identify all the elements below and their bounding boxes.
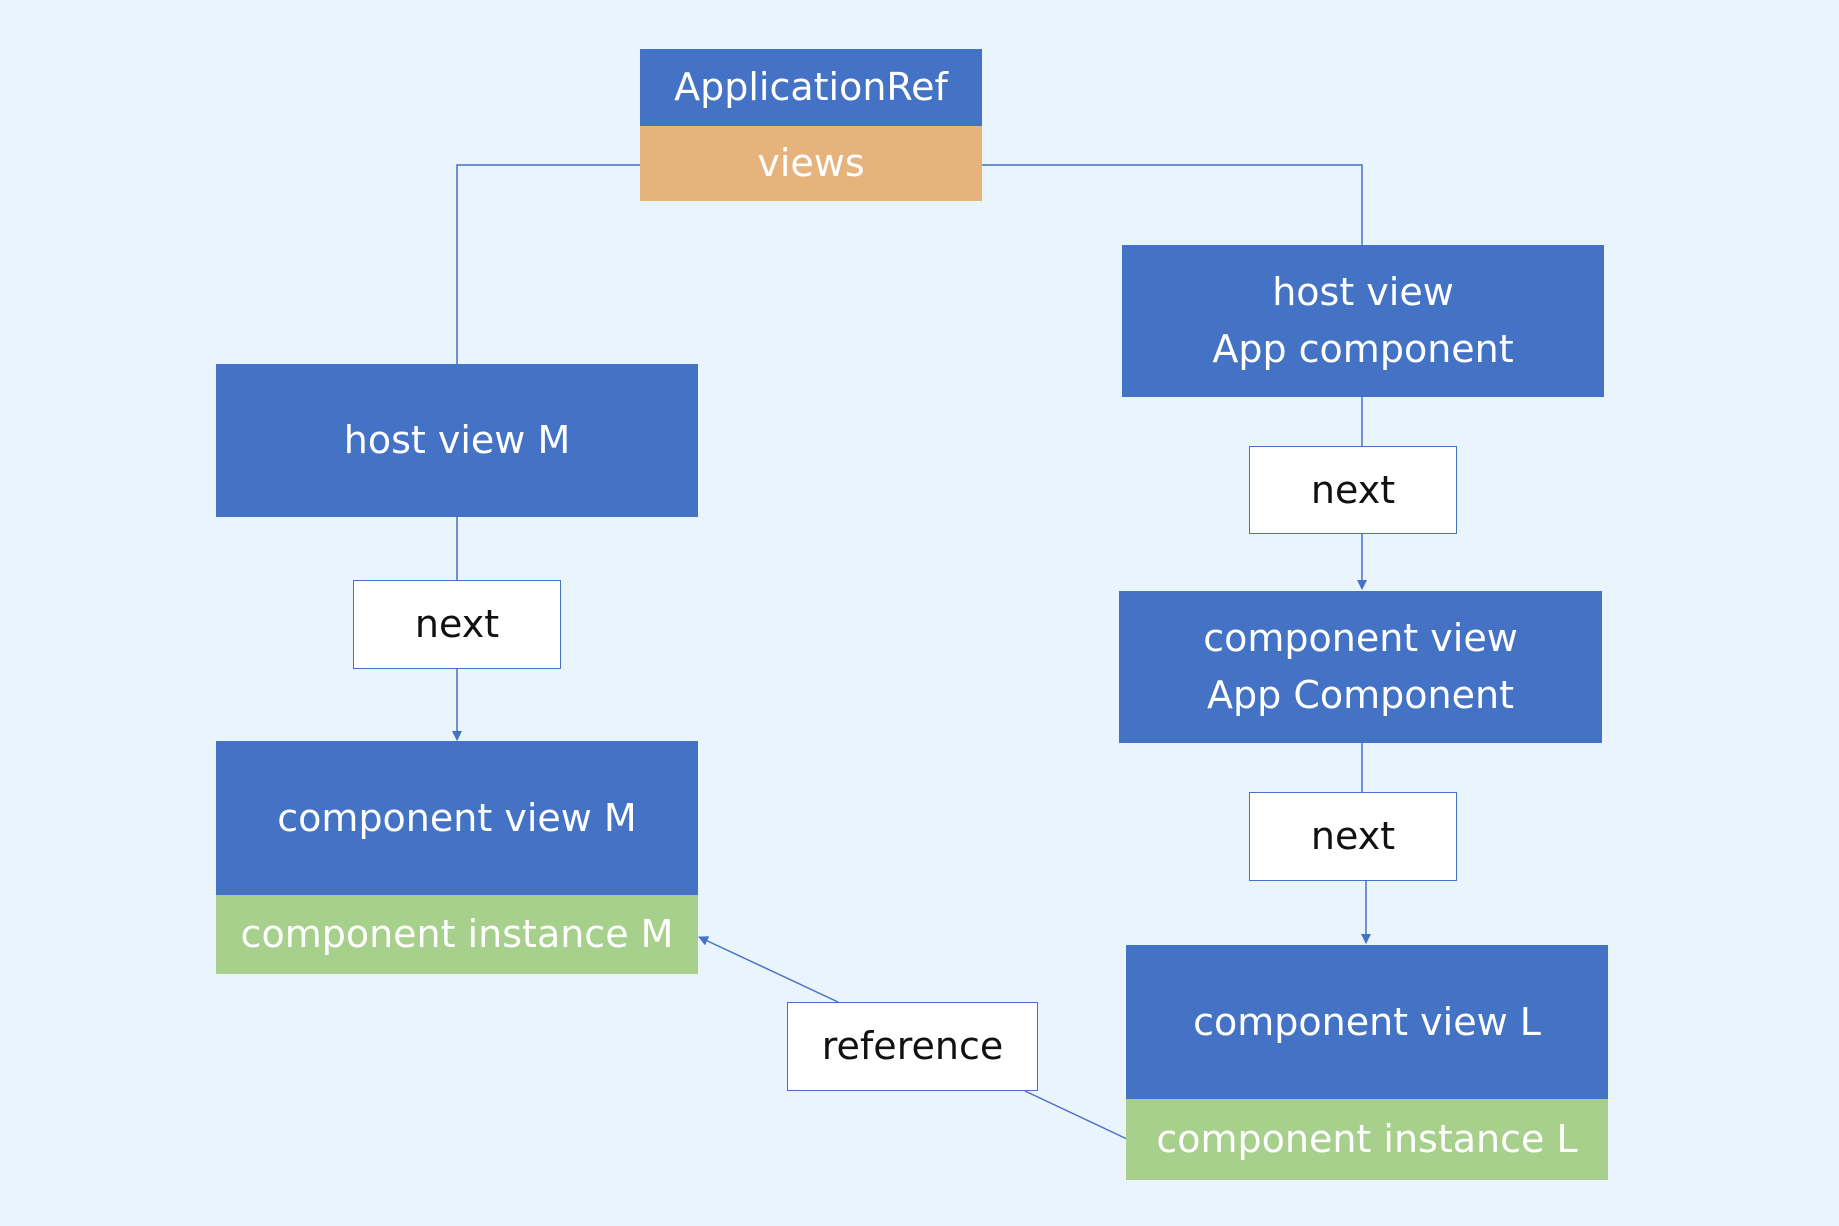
connector-views-to-host-view-app xyxy=(982,164,1363,245)
next-label-right-1: next xyxy=(1249,446,1457,534)
host-view-app-node: host view App component xyxy=(1122,245,1604,397)
reference-label: reference xyxy=(787,1002,1038,1091)
application-ref-node: ApplicationRef views xyxy=(640,49,982,201)
component-view-l-node: component view L xyxy=(1126,945,1608,1099)
next-label-left: next xyxy=(353,580,561,669)
host-view-m-node: host view M xyxy=(216,364,698,517)
arrow-reference-to-instance-m xyxy=(698,936,839,1003)
component-view-l-group: component view L component instance L xyxy=(1126,945,1608,1180)
host-view-app-line2: App component xyxy=(1212,327,1514,371)
component-view-app-line2: App Component xyxy=(1207,673,1514,717)
connector-instance-l-to-reference xyxy=(1024,1090,1128,1140)
connector-views-to-host-view-m xyxy=(456,164,640,365)
application-ref-title: ApplicationRef xyxy=(640,49,982,126)
next-label-right-2: next xyxy=(1249,792,1457,881)
component-instance-m-node: component instance M xyxy=(216,895,698,974)
component-view-app-line1: component view xyxy=(1203,616,1518,660)
views-field: views xyxy=(640,126,982,201)
component-view-m-node: component view M xyxy=(216,741,698,895)
component-view-m-group: component view M component instance M xyxy=(216,741,698,974)
host-view-app-line1: host view xyxy=(1272,270,1454,314)
component-instance-l-node: component instance L xyxy=(1126,1099,1608,1180)
component-view-app-node: component view App Component xyxy=(1119,591,1602,743)
